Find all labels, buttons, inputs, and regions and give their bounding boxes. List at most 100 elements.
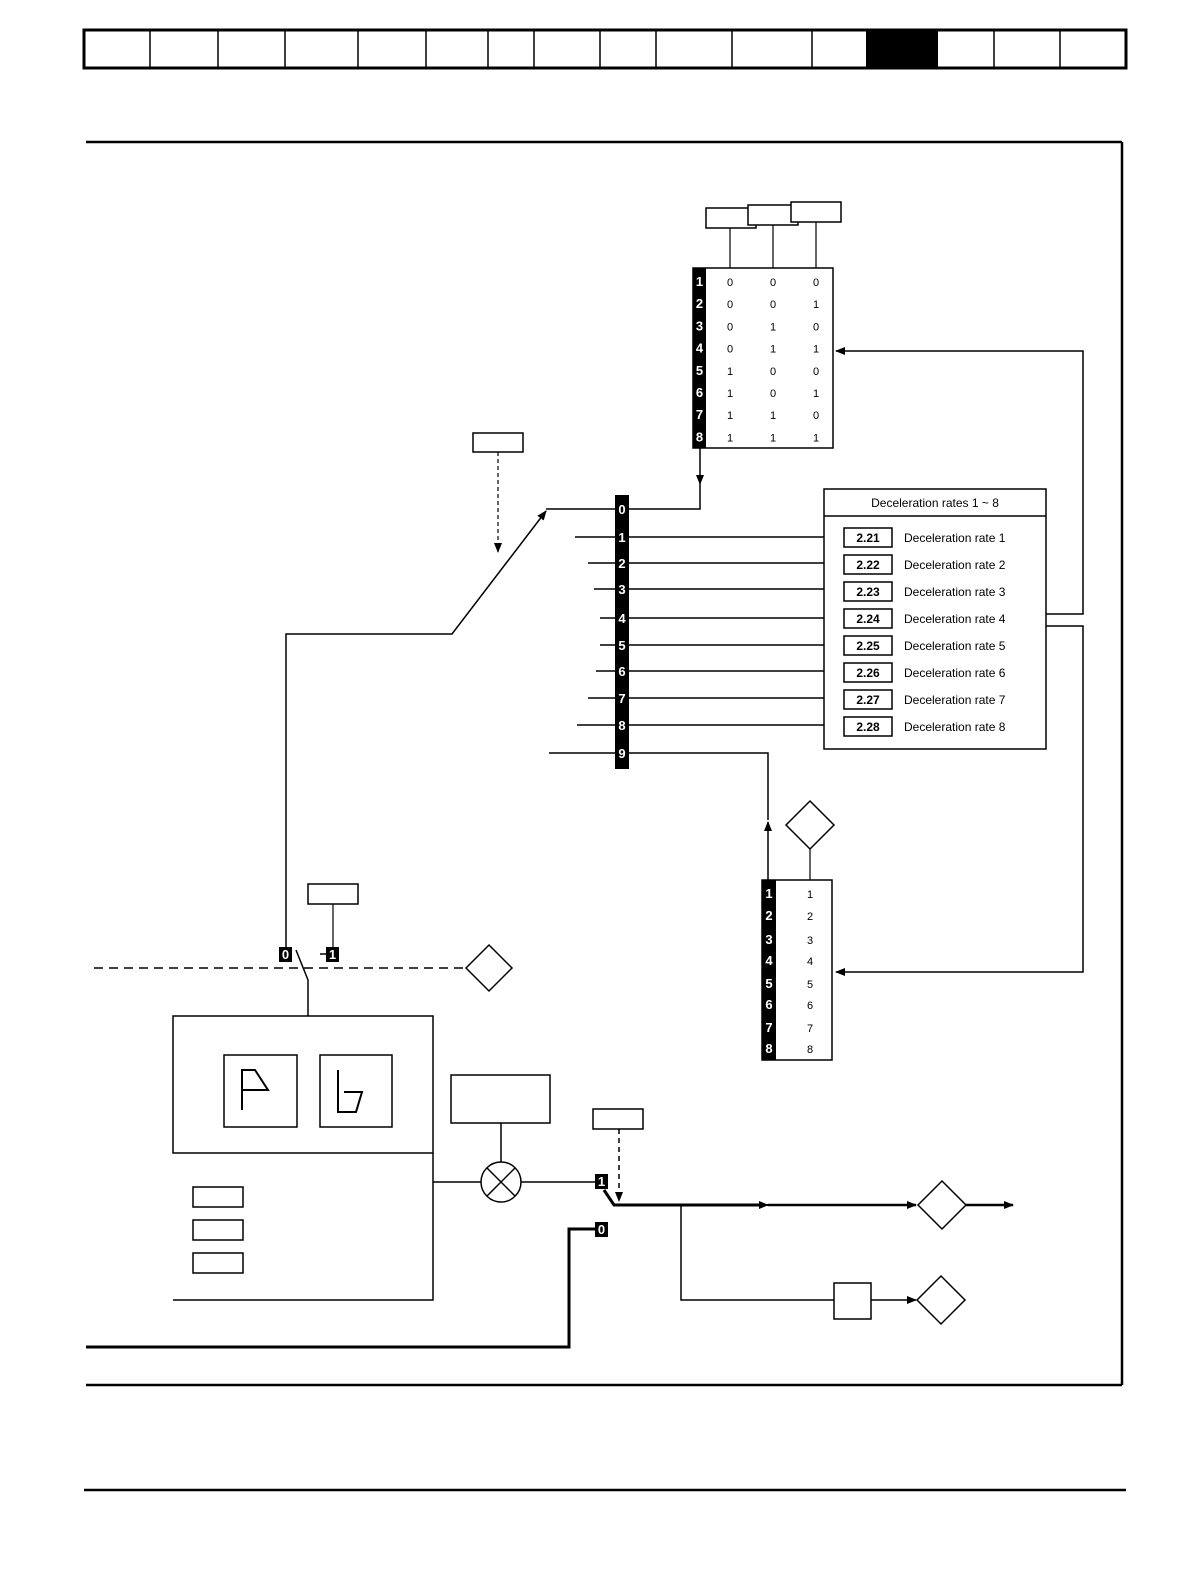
decel-param-number: 2.24 (856, 612, 880, 626)
header-tab-strip (82, 28, 1128, 70)
preset-value: 6 (807, 1000, 813, 1012)
selector-input-9: 9 (618, 746, 625, 761)
decel-param-box (843, 662, 893, 683)
preset-value: 7 (807, 1023, 813, 1035)
preset-row-index: 6 (765, 997, 772, 1012)
lower-switch-pos0: 0 (598, 1222, 605, 1237)
bit-parameter-boxes (705, 201, 842, 229)
decel-param-label: Deceleration rate 3 (904, 585, 1006, 599)
binary-cell: 0 (727, 344, 733, 356)
decel-param-label: Deceleration rate 5 (904, 639, 1006, 653)
branch-block (833, 1282, 872, 1320)
preset-row-index: 3 (765, 932, 772, 947)
decel-param-label: Deceleration rate 4 (904, 612, 1006, 626)
mode-parameter-box-2 (192, 1219, 244, 1241)
binary-cell: 0 (813, 366, 819, 378)
preset-row-index: 2 (765, 908, 772, 923)
decel-param-number: 2.27 (856, 693, 880, 707)
decel-rate-item: 2.24 Deceleration rate 4 (843, 608, 1006, 629)
decel-param-box (843, 554, 893, 575)
binary-cell: 1 (813, 432, 819, 444)
diagram-frame (86, 140, 1124, 1387)
binary-row-index: 3 (696, 318, 703, 333)
binary-cell: 1 (727, 388, 733, 400)
binary-row-index: 7 (696, 407, 703, 422)
upper-switch-pos1: 1 (329, 947, 336, 962)
lower-switch-pos1: 1 (598, 1174, 605, 1189)
selector-input-2: 2 (618, 556, 625, 571)
decel-param-box (843, 635, 893, 656)
binary-row-index: 1 (696, 274, 703, 289)
input-diamond-marker (464, 943, 514, 993)
preset-value: 5 (807, 979, 813, 991)
decel-param-label: Deceleration rate 1 (904, 531, 1006, 545)
binary-row-index: 4 (696, 341, 704, 356)
preset-row-index: 5 (765, 976, 772, 991)
active-tab (866, 30, 938, 68)
binary-cell: 0 (770, 388, 776, 400)
binary-cell: 1 (813, 344, 819, 356)
decel-param-label: Deceleration rate 7 (904, 693, 1006, 707)
binary-cell: 1 (770, 344, 776, 356)
upper-switch: 0 1 (279, 947, 339, 962)
deceleration-rates-title: Deceleration rates 1 ~ 8 (871, 496, 999, 510)
binary-cell: 1 (727, 366, 733, 378)
decel-rate-item: 2.23 Deceleration rate 3 (843, 581, 1006, 602)
binary-cell: 1 (813, 388, 819, 400)
binary-cell: 1 (813, 299, 819, 311)
mode-parameter-box-3 (192, 1252, 244, 1274)
decel-param-number: 2.21 (856, 531, 880, 545)
selector-input-4: 4 (618, 611, 626, 626)
selector-input-6: 6 (618, 664, 625, 679)
binary-cell: 0 (770, 299, 776, 311)
binary-row-index: 6 (696, 385, 703, 400)
binary-cell: 1 (770, 432, 776, 444)
binary-row-index: 2 (696, 296, 703, 311)
lower-switch: 1 0 (595, 1174, 608, 1237)
preset-diamond-marker (784, 799, 836, 851)
selector-input-8: 8 (618, 718, 625, 733)
decel-rate-item: 2.27 Deceleration rate 7 (843, 689, 1006, 710)
preset-value: 2 (807, 911, 813, 923)
selector-input-3: 3 (618, 582, 625, 597)
binary-row-index: 8 (696, 429, 703, 444)
decel-param-label: Deceleration rate 2 (904, 558, 1006, 572)
binary-cell: 0 (727, 277, 733, 289)
preset-value: 8 (807, 1044, 813, 1056)
decel-param-box (843, 527, 893, 548)
decel-param-number: 2.28 (856, 720, 880, 734)
selector-input-0: 0 (618, 502, 625, 517)
switch-parameter-box (307, 883, 359, 905)
ramp-control-box (172, 1015, 434, 1301)
preset-value: 4 (807, 956, 813, 968)
upper-switch-pos0: 0 (282, 947, 289, 962)
decel-param-box (843, 608, 893, 629)
binary-cell: 0 (770, 366, 776, 378)
branch-diamond-marker (915, 1274, 967, 1326)
preset-row-index: 4 (765, 953, 773, 968)
binary-cell: 0 (813, 277, 819, 289)
binary-row-index: 5 (696, 363, 703, 378)
decel-param-number: 2.25 (856, 639, 880, 653)
multiplier-icon (480, 1161, 522, 1203)
decel-rate-item: 2.25 Deceleration rate 5 (843, 635, 1006, 656)
selector-input-7: 7 (618, 691, 625, 706)
binary-cell: 1 (770, 321, 776, 333)
output-diamond-marker (916, 1179, 968, 1231)
binary-cell: 1 (727, 410, 733, 422)
preset-row-index: 7 (765, 1020, 772, 1035)
binary-cell: 0 (727, 299, 733, 311)
decel-rate-item: 2.21 Deceleration rate 1 (843, 527, 1006, 548)
decel-param-number: 2.26 (856, 666, 880, 680)
selector-input-1: 1 (618, 530, 625, 545)
output-switch-parameter-box (592, 1108, 644, 1130)
preset-row-index: 8 (765, 1041, 772, 1056)
preset-row-index: 1 (765, 886, 772, 901)
decel-param-number: 2.23 (856, 585, 880, 599)
